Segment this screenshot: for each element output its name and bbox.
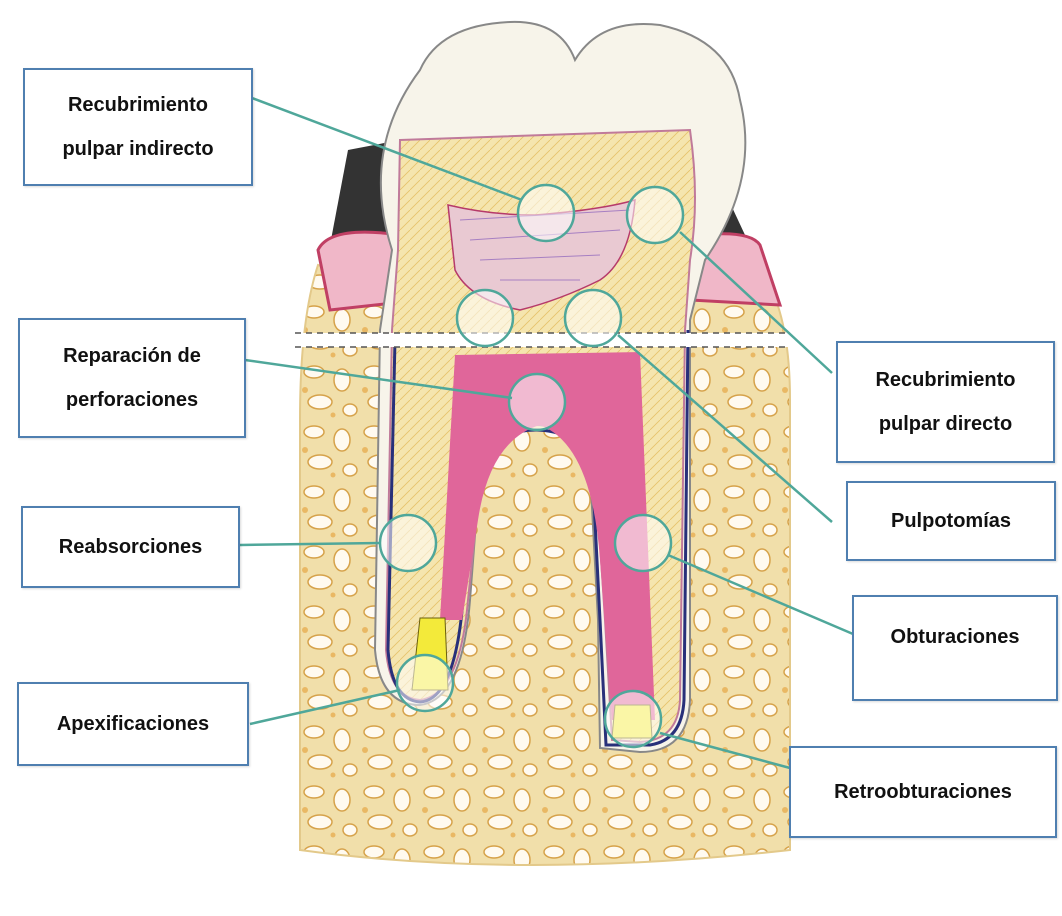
circle-perforation [509, 374, 565, 430]
label-line: Recubrimiento [68, 83, 208, 127]
circle-obturation [615, 515, 671, 571]
label-line: Obturaciones [891, 615, 1020, 659]
cut-band [295, 333, 790, 347]
circle-apexification [397, 655, 453, 711]
label-line: pulpar indirecto [62, 127, 213, 171]
label-line: Apexificaciones [57, 702, 209, 746]
label-recubrimiento-indirecto: Recubrimiento pulpar indirecto [23, 68, 253, 186]
label-line: perforaciones [66, 378, 198, 422]
label-reabsorciones: Reabsorciones [21, 506, 240, 588]
label-line: Reparación de [63, 334, 201, 378]
label-apexificaciones: Apexificaciones [17, 682, 249, 766]
label-obturaciones: Obturaciones [852, 595, 1058, 701]
label-line: Reabsorciones [59, 525, 202, 569]
circle-retro [605, 691, 661, 747]
label-line: Pulpotomías [891, 499, 1011, 543]
label-line: Recubrimiento [875, 358, 1015, 402]
circle-pulpotomy-right [565, 290, 621, 346]
circle-direct [627, 187, 683, 243]
label-line: Retroobturaciones [834, 770, 1012, 814]
label-reparacion-perforaciones: Reparación de perforaciones [18, 318, 246, 438]
label-pulpotomias: Pulpotomías [846, 481, 1056, 561]
circle-reabsorption [380, 515, 436, 571]
circle-indirect [518, 185, 574, 241]
label-retroobturaciones: Retroobturaciones [789, 746, 1057, 838]
label-line: pulpar directo [879, 402, 1012, 446]
circle-pulpotomy-left [457, 290, 513, 346]
label-recubrimiento-directo: Recubrimiento pulpar directo [836, 341, 1055, 463]
